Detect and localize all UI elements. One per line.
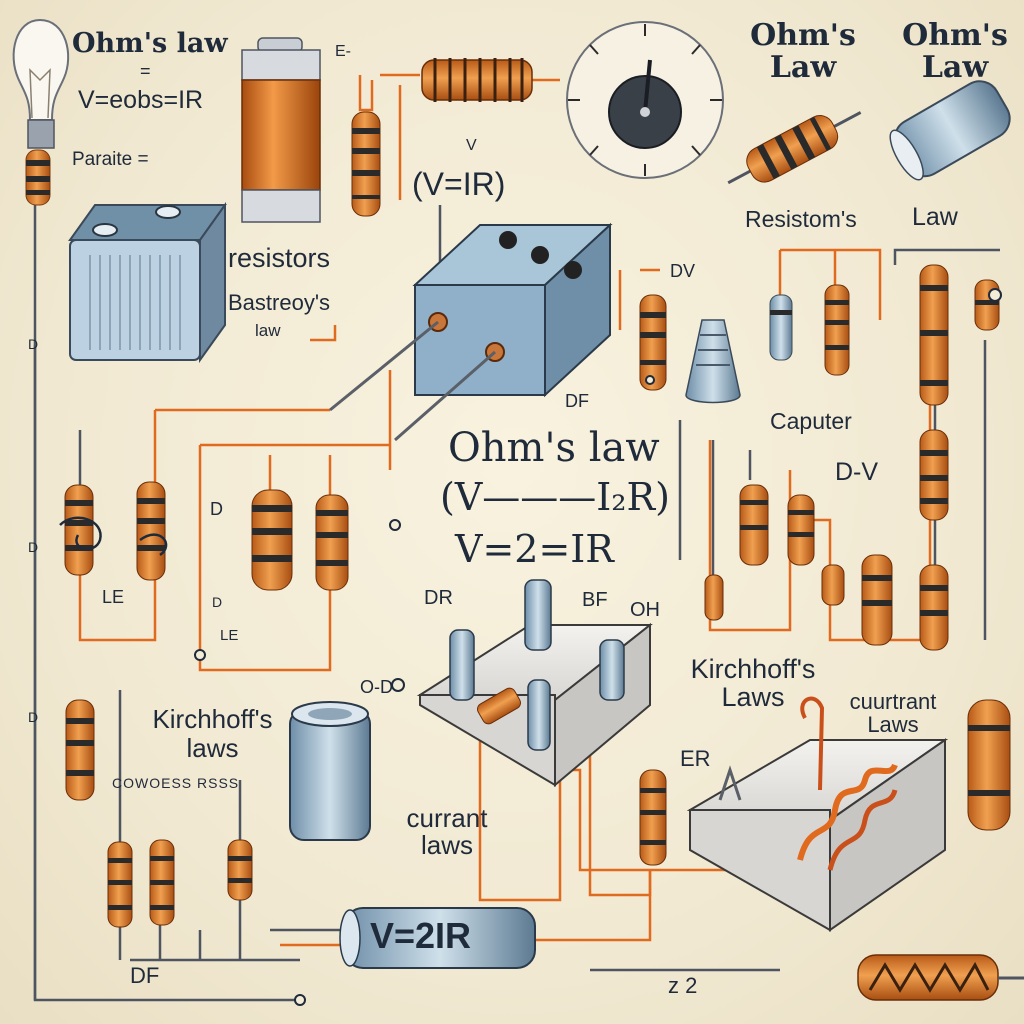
ohms-law-label: Ohm's law [72,28,228,59]
resistor-icon [704,574,724,621]
resistor-icon [351,111,381,217]
cowoes-label: COWOESS RSSS [112,775,240,791]
capacitor-cylinder-icon [339,907,536,969]
bastreoys-label: Bastreoy's [228,290,331,315]
v-top-label: V [466,137,477,154]
vir-top-label: (V=IR) [412,166,506,202]
ohms-law-center-label: Ohm's law [448,425,660,471]
resistor-icon [974,279,1000,331]
d-terminal-label: D [28,539,39,555]
resistor-icon [919,564,949,651]
oh-label: OH [630,599,660,621]
cylinder-battery-icon [241,37,321,223]
z2-label: z 2 [668,973,698,998]
battery-icon [68,201,227,364]
resistor-icon [107,841,133,928]
capacitor-icon [289,701,371,841]
df-label: DF [130,963,160,988]
resistoms-label: Resistom's [745,206,857,232]
top-e-label: E- [335,43,351,60]
resistor-icon [136,481,166,581]
light-bulb-icon [12,18,70,206]
resistor-icon [824,284,850,376]
resistor-icon [227,839,253,901]
d-terminal-label: D [28,336,39,352]
inductor-icon [685,319,741,404]
resistor-icon [967,699,1011,831]
le-label: LE [102,587,125,607]
d-small-label: D [212,594,223,610]
resistor-icon [149,839,175,926]
ohms-law-label: Ohm's Law [750,18,856,85]
inductor-coil-icon [421,58,533,102]
d-v-label: D-V [835,458,879,486]
kirchhoffs-laws-label: Kirchhoff's Laws [690,654,816,713]
df-label: DF [565,391,589,411]
inductor-coil-icon [857,954,1024,1001]
terminal-markers [194,288,1002,1006]
center-equation-label: V=2=IR [455,527,614,571]
switch-board-icon [416,579,653,788]
resistor-icon [727,111,862,185]
resistor-icon [787,494,815,566]
d-label: D [210,499,223,519]
resistor-icon [769,294,793,361]
law-label: Law [912,203,958,231]
capacitor-cylinder-icon [889,80,1011,181]
resistor-icon [821,564,845,606]
current-laws-label: currant laws [406,803,488,861]
parallel-label: Paraite = [72,149,149,170]
resistor-icon [64,484,94,576]
coil-board-icon [686,696,949,932]
kirchhoffs-laws-label: Kirchhoff's laws [152,704,273,763]
resistor-icon [739,484,769,566]
law-small-label: law [255,321,281,340]
o-d-label: O-D [360,677,393,697]
dv-label: DV [670,261,696,281]
er-label: ER [680,746,711,771]
ohms-law-label: Ohm's Law [902,18,1008,85]
resistor-icon [919,264,949,406]
caputer-label: Caputer [770,408,852,434]
d-terminal-label: D [28,709,39,725]
dr-label: DR [424,587,453,609]
resistor-icon [639,294,667,391]
resistor-icon [65,699,95,801]
resistor-icon [315,494,349,591]
le-small-label: LE [220,627,239,644]
resistor-icon [639,769,667,866]
resistor-icon [251,489,293,591]
center-equation-label: (V———I₂R) [440,475,670,519]
resistors-label: resistors [228,243,331,273]
relay-module-icon [329,222,613,442]
resistor-icon [919,429,949,521]
bf-label: BF [582,589,608,611]
equation-label: V=eobs=IR [78,86,204,114]
resistor-icon [861,554,893,646]
gauge-meter-icon [566,21,724,179]
current-laws-label: cuurtrant Laws [849,689,937,738]
equation-bar: = [140,61,151,81]
vir-bottom-label: V=2IR [370,915,472,956]
